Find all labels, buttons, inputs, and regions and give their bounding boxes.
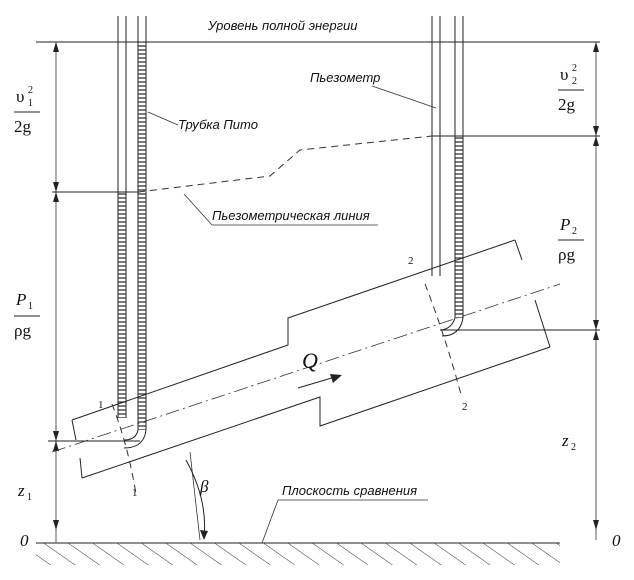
pitot-tube-label: Трубка Пито [178,117,258,132]
flow-arrow [297,374,342,389]
right-velocity-head: υ 2 2 2g [558,63,584,114]
angle-marker [185,451,208,541]
pipe-axis [51,283,561,453]
comparison-plane-label: Плоскость сравнения [282,483,417,498]
pitot-tube [117,16,147,449]
left-dimension-line [53,42,59,543]
left-velocity-head: υ 1 2 2g [14,85,40,136]
svg-text:ρg: ρg [558,245,575,264]
piezometric-line-label: Пьезометрическая линия [212,208,370,223]
right-pressure-head: P 2 ρg [558,215,584,264]
inclined-pipe [51,239,561,479]
right-dimension-line [593,42,599,540]
section-2-top: 2 [408,255,414,267]
svg-text:1: 1 [28,98,33,109]
piezometer-label: Пьезометр [310,70,380,85]
right-elevation: z 2 [561,431,576,453]
svg-text:υ: υ [560,65,568,84]
svg-text:2: 2 [572,76,577,87]
left-elevation: z 1 [17,481,32,503]
section-1-top: 1 [98,399,104,411]
svg-text:2: 2 [571,442,576,453]
svg-text:υ: υ [16,87,24,106]
section-1-bottom: 1 [132,487,138,499]
piezometric-line [137,135,433,193]
svg-text:P: P [15,290,26,309]
angle-label: β [199,477,209,496]
svg-text:z: z [17,481,25,500]
svg-text:1: 1 [27,492,32,503]
svg-text:2g: 2g [14,117,32,136]
left-datum: 0 [20,531,29,550]
piezometer-tubes [431,16,464,337]
section-lines [111,283,463,495]
svg-text:P: P [559,215,570,234]
left-pressure-head: P 1 ρg [14,290,40,340]
svg-text:1: 1 [28,301,33,312]
svg-text:2g: 2g [558,95,576,114]
svg-text:z: z [561,431,569,450]
section-2-bottom: 2 [462,401,468,413]
flow-label: Q [302,348,318,373]
ground-hatch [36,542,560,565]
svg-text:2: 2 [572,63,577,74]
total-energy-label: Уровень полной энергии [207,18,358,33]
right-datum: 0 [612,531,621,550]
leader-lines [147,85,437,544]
svg-text:ρg: ρg [14,321,31,340]
svg-text:2: 2 [28,85,33,96]
svg-text:2: 2 [572,226,577,237]
